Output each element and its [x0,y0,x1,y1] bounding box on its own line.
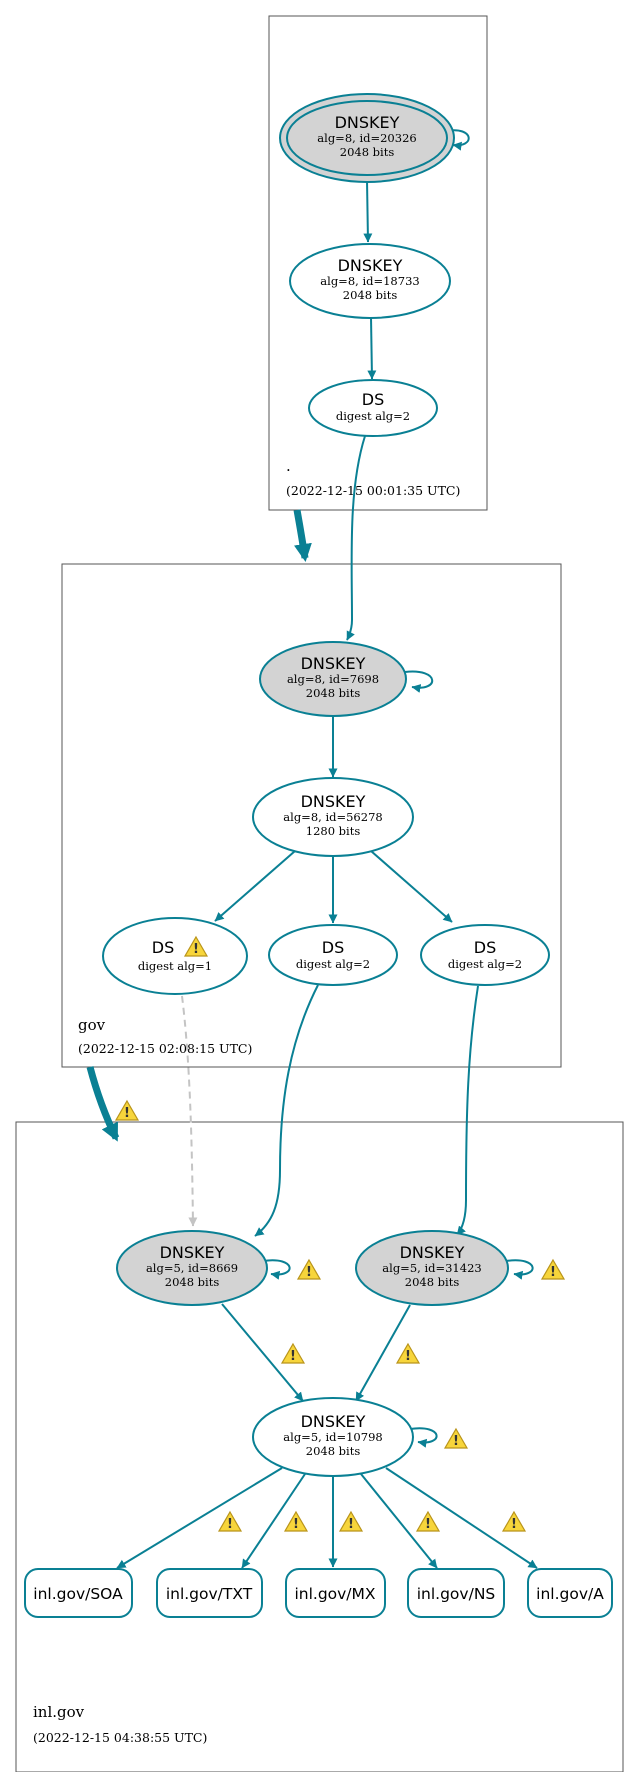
root-ds-title: DS [362,390,384,409]
edge-root-zsk-ds [367,316,377,380]
rrset-a-label: inl.gov/A [536,1585,604,1603]
gov-zsk-title: DNSKEY [301,792,366,811]
edge-gov-ds3-inl-ksk2 [456,985,479,1236]
inl-ksk1-title: DNSKEY [160,1243,225,1262]
delegation-warning-icon [115,1100,139,1122]
gov-ksk-ellipse [259,641,407,717]
inl-ksk2-ellipse [355,1230,509,1306]
rrset-ns: inl.gov/NS [407,1568,505,1618]
gov-ksk-title: DNSKEY [301,654,366,673]
gov-ds3-title: DS [474,938,496,957]
edges [116,129,538,1569]
edge-inl-zsk-soa [116,1467,283,1569]
edge-inl-ksk2-zsk [355,1304,411,1402]
inl-ksk2-line1: alg=5, id=31423 [382,1261,481,1275]
rrset-soa-label: inl.gov/SOA [33,1585,123,1603]
edge-gov-ds2-inl-ksk1 [254,984,319,1237]
inl-ksk1-line2: 2048 bits [165,1275,220,1289]
rrset-mx-label: inl.gov/MX [294,1585,375,1603]
root-ksk-title: DNSKEY [335,113,400,132]
node-gov-ksk: DNSKEY alg=8, id=7698 2048 bits [259,641,407,717]
gov-ds2-line1: digest alg=2 [296,957,370,971]
rrset-soa: inl.gov/SOA [24,1568,133,1618]
root-ds-line1: digest alg=2 [336,409,410,423]
edge-inl-zsk-txt [241,1473,306,1569]
gov-zsk-line2: 1280 bits [306,824,361,838]
rrset-ns-box [407,1568,505,1618]
zone-inl-name: inl.gov [33,1703,85,1721]
root-ksk-line1: alg=8, id=20326 [317,131,416,145]
inl-zsk-ellipse [252,1397,414,1477]
gov-ksk-line2: 2048 bits [306,686,361,700]
inl-zsk-line2: 2048 bits [306,1444,361,1458]
gov-ds1-line1: digest alg=1 [138,959,212,973]
root-ds-ellipse [308,379,438,437]
node-gov-zsk: DNSKEY alg=8, id=56278 1280 bits [252,777,414,857]
gov-ds2-title: DS [322,938,344,957]
self-loop-inl-ksk1 [262,1259,291,1280]
gov-ds3-ellipse [420,924,550,986]
zone-root-timestamp: (2022-12-15 00:01:35 UTC) [286,483,460,498]
zone-gov-timestamp: (2022-12-15 02:08:15 UTC) [78,1041,252,1056]
node-root-zsk: DNSKEY alg=8, id=18733 2048 bits [289,243,451,319]
edge-gov-zsk-ds1 [214,850,296,922]
node-gov-ds3: DS digest alg=2 [420,924,550,986]
inl-ksk2-line2: 2048 bits [405,1275,460,1289]
inl-ksk2-title: DNSKEY [400,1243,465,1262]
gov-ds2-ellipse [268,924,398,986]
edge-inl-zsk-a [385,1467,538,1569]
node-root-ds: DS digest alg=2 [308,379,438,437]
rrset-a-box [527,1568,613,1618]
inl-zsk-title: DNSKEY [301,1412,366,1431]
inl-ksk1-ellipse [116,1230,268,1306]
delegation-arrow-gov-inl [86,1066,120,1142]
edge-root-ds-gov-ksk [346,435,366,641]
node-inl-zsk: DNSKEY alg=5, id=10798 2048 bits [252,1397,468,1477]
root-ksk-ellipse [286,100,448,176]
rrset-txt-label: inl.gov/TXT [166,1585,253,1603]
edge-root-ksk-zsk [363,179,373,243]
self-loop-inl-zsk [409,1427,438,1448]
rrset-mx-box [285,1568,386,1618]
node-gov-ds2: DS digest alg=2 [268,924,398,986]
gov-ds1-title: DS [152,938,174,957]
rrset-txt-box [156,1568,263,1618]
inl-zsk-line1: alg=5, id=10798 [283,1430,382,1444]
edge-gov-ds1-inl-ksk1 [181,995,198,1227]
rrset-ns-label: inl.gov/NS [417,1585,496,1603]
gov-zsk-ellipse [252,777,414,857]
rrset-mx: inl.gov/MX [285,1568,386,1618]
inl-ksk1-line1: alg=5, id=8669 [146,1261,238,1275]
root-zsk-line2: 2048 bits [343,288,398,302]
gov-ksk-line1: alg=8, id=7698 [287,672,379,686]
edge-inl-zsk-ns [360,1473,438,1569]
gov-zsk-line1: alg=8, id=56278 [283,810,382,824]
delegation-arrow-root-gov [293,509,312,562]
self-loop-gov-ksk [404,670,434,693]
node-inl-ksk2: DNSKEY alg=5, id=31423 2048 bits [355,1230,565,1306]
rrset-a: inl.gov/A [527,1568,613,1618]
node-inl-ksk1: DNSKEY alg=5, id=8669 2048 bits [116,1230,321,1306]
root-zsk-title: DNSKEY [338,256,403,275]
node-gov-ds1: DS digest alg=1 [102,917,248,995]
self-loop-inl-ksk2 [505,1259,534,1280]
node-root-ksk: DNSKEY alg=8, id=20326 2048 bits [279,93,455,183]
zone-inl-timestamp: (2022-12-15 04:38:55 UTC) [33,1730,207,1745]
edge-inl-ksk1-zsk [221,1303,304,1402]
root-zsk-ellipse [289,243,451,319]
rrset-soa-box [24,1568,133,1618]
gov-ds3-line1: digest alg=2 [448,957,522,971]
rrset-txt: inl.gov/TXT [156,1568,263,1618]
edge-gov-zsk-ds3 [370,850,453,923]
root-zsk-line1: alg=8, id=18733 [320,274,419,288]
zone-root-name: . [286,457,291,475]
zone-gov-name: gov [78,1016,106,1034]
root-ksk-line2: 2048 bits [340,145,395,159]
gov-ds1-ellipse [102,917,248,995]
